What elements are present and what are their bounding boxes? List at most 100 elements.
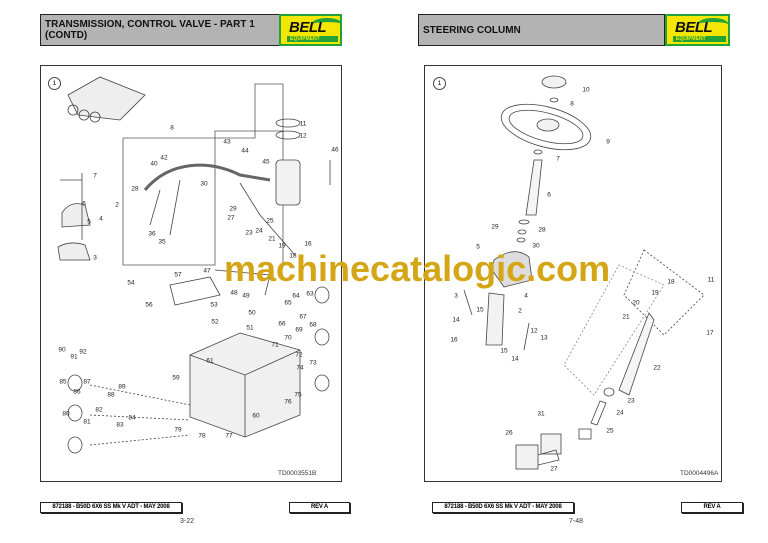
callout-number: 53 [210, 301, 218, 309]
left-diagram-frame [40, 65, 342, 482]
callout-number: 29 [491, 223, 499, 231]
callout-number: 25 [266, 217, 274, 225]
callout-number: 47 [203, 267, 211, 275]
callout-number: 69 [295, 326, 303, 334]
callout-number: 20 [632, 299, 640, 307]
callout-number: 49 [242, 292, 250, 300]
footer-revision: REV A [681, 502, 743, 513]
callout-number: 26 [505, 429, 513, 437]
callout-number: 91 [70, 353, 78, 361]
callout-number: 79 [174, 426, 182, 434]
callout-number: 56 [145, 301, 153, 309]
callout-number: 16 [304, 240, 312, 248]
callout-number: 90 [58, 346, 66, 354]
left-page-title: TRANSMISSION, CONTROL VALVE - PART 1 (CO… [40, 14, 280, 46]
callout-number: 42 [160, 154, 168, 162]
callout-number: 75 [294, 391, 302, 399]
callout-number: 3 [93, 254, 97, 262]
callout-number: 28 [538, 226, 546, 234]
steering-column-exploded-diagram [463, 75, 705, 470]
callout-number: 27 [227, 214, 235, 222]
callout-number: 46 [331, 146, 339, 154]
callout-number: 72 [295, 351, 303, 359]
callout-number: 27 [550, 465, 558, 473]
callout-number: 35 [158, 238, 166, 246]
callout-number: 51 [246, 324, 254, 332]
callout-number: 5 [476, 243, 480, 251]
callout-number: 21 [268, 235, 276, 243]
callout-number: 23 [627, 397, 635, 405]
callout-number: 83 [116, 421, 124, 429]
right-page-title: STEERING COLUMN [418, 14, 665, 46]
callout-number: 15 [500, 347, 508, 355]
logo-text: BELL [675, 19, 713, 36]
callout-number: 44 [241, 147, 249, 155]
footer-document-id: 872188 - B50D 6X6 SS Mk V ADT - MAY 2008 [40, 502, 182, 513]
callout-number: 7 [93, 172, 97, 180]
callout-number: 24 [255, 227, 263, 235]
callout-number: 80 [62, 410, 70, 418]
callout-number: 11 [707, 276, 715, 284]
drawing-reference: TD0003551B [278, 470, 317, 477]
callout-number: 29 [229, 205, 237, 213]
callout-number: 2 [518, 307, 522, 315]
callout-number: 7 [556, 155, 560, 163]
callout-number: 54 [127, 279, 135, 287]
callout-number: 65 [284, 299, 292, 307]
footer-revision: REV A [289, 502, 350, 513]
callout-number: 4 [99, 215, 103, 223]
callout-number: 17 [706, 329, 714, 337]
watermark: machinecatalogic.com [224, 248, 611, 289]
callout-number: 5 [87, 218, 91, 226]
logo-text: BELL [289, 19, 327, 36]
footer-document-id: 872188 - B50D 6X6 SS Mk V ADT - MAY 2008 [432, 502, 574, 513]
control-valve-exploded-diagram [57, 76, 331, 454]
callout-number: 30 [532, 242, 540, 250]
callout-number: 61 [206, 357, 214, 365]
callout-number: 73 [309, 359, 317, 367]
callout-number: 8 [170, 124, 174, 132]
callout-number: 86 [73, 388, 81, 396]
callout-number: 2 [115, 201, 119, 209]
callout-number: 88 [107, 391, 115, 399]
logo-subtext: EQUIPMENT [287, 36, 338, 42]
callout-number: 89 [118, 383, 126, 391]
callout-number: 6 [82, 200, 86, 208]
callout-number: 60 [252, 412, 260, 420]
callout-number: 18 [667, 278, 675, 286]
callout-number: 67 [299, 313, 307, 321]
callout-number: 59 [172, 374, 180, 382]
callout-number: 3 [454, 292, 458, 300]
callout-number: 92 [79, 348, 87, 356]
logo-swoosh-icon [697, 18, 728, 32]
callout-number: 21 [622, 313, 630, 321]
callout-number: 14 [511, 355, 519, 363]
callout-number: 70 [284, 334, 292, 342]
figure-number-badge: 1 [433, 77, 446, 90]
callout-number: 25 [606, 427, 614, 435]
bell-logo: BELL EQUIPMENT [665, 14, 730, 46]
callout-number: 9 [606, 138, 610, 146]
right-diagram-frame [424, 65, 722, 482]
callout-number: 74 [296, 364, 304, 372]
callout-number: 8 [570, 100, 574, 108]
callout-number: 45 [262, 158, 270, 166]
callout-number: 13 [540, 334, 548, 342]
callout-number: 36 [148, 230, 156, 238]
logo-subtext: EQUIPMENT [673, 36, 726, 42]
callout-number: 76 [284, 398, 292, 406]
callout-number: 43 [223, 138, 231, 146]
callout-number: 18 [289, 252, 297, 260]
callout-number: 77 [225, 432, 233, 440]
callout-number: 10 [582, 86, 590, 94]
callout-number: 85 [59, 378, 67, 386]
bell-logo: BELL EQUIPMENT [279, 14, 342, 46]
callout-number: 14 [452, 316, 460, 324]
figure-number-badge: 1 [48, 77, 61, 90]
callout-number: 57 [174, 271, 182, 279]
callout-number: 6 [547, 191, 551, 199]
callout-number: 23 [245, 229, 253, 237]
callout-number: 31 [537, 410, 545, 418]
callout-number: 40 [150, 160, 158, 168]
callout-number: 64 [292, 292, 300, 300]
